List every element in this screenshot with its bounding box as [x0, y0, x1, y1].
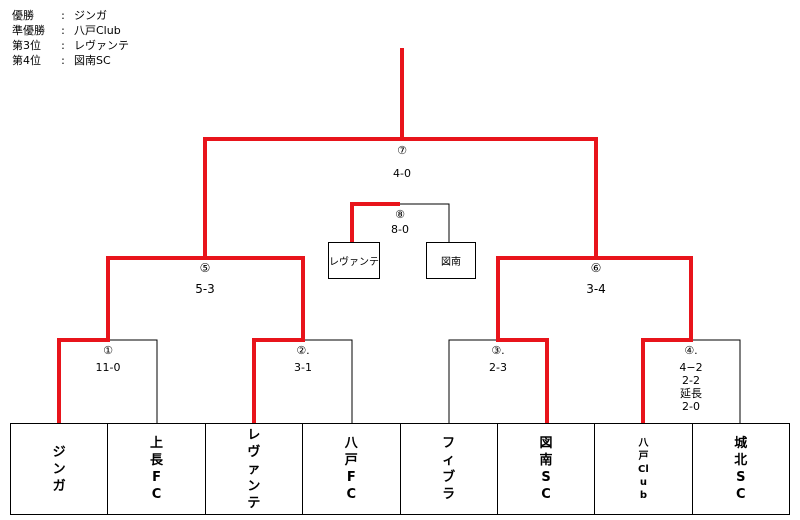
- winner-line: [205, 256, 305, 423]
- team-cell: ジンガ: [11, 424, 109, 514]
- match-number: ③.: [491, 344, 505, 357]
- team-name: 八戸Club: [638, 437, 649, 501]
- team-name: ジンガ: [52, 444, 66, 494]
- match-score: 2-3: [489, 361, 507, 374]
- team-cell: 城北SC: [693, 424, 789, 514]
- team-row: ジンガ 上長FC レヴァンテ 八戸FC フィブラ 図南SC 八戸Club 城北S…: [10, 423, 790, 515]
- bracket-lines-winner: [57, 48, 693, 423]
- team-cell: 上長FC: [108, 424, 206, 514]
- result-row-fourth: 第4位:図南SC: [12, 54, 111, 67]
- match-7-label: ⑦ 4-0: [372, 144, 432, 180]
- team-cell: 八戸Club: [595, 424, 693, 514]
- bracket-line: [448, 339, 498, 423]
- match-score-line: 延長: [680, 387, 702, 400]
- winner-line: [350, 202, 400, 242]
- result-row-winner: 優勝:ジンガ: [12, 9, 107, 22]
- winner-line: [402, 137, 598, 423]
- match-number: ①: [103, 344, 113, 357]
- result-value: 図南SC: [74, 54, 111, 67]
- match-score-line: 2-0: [682, 400, 700, 413]
- winner-line: [596, 256, 693, 423]
- bracket-line: [691, 339, 741, 423]
- third-place-team-left: レヴァンテ: [328, 242, 380, 279]
- match-8-label: ⑧ 8-0: [370, 208, 430, 236]
- match-3-label: ③. 2-3: [468, 344, 528, 374]
- match-4-label: ④. 4−2 2-2 延長 2-0: [661, 344, 721, 413]
- match-score: 8-0: [391, 223, 409, 236]
- match-number: ②.: [296, 344, 310, 357]
- match-number: ⑧: [395, 208, 405, 221]
- team-name: 上長FC: [150, 436, 164, 502]
- third-place-team-right: 図南: [426, 242, 476, 279]
- match-score: 3-4: [586, 282, 606, 296]
- match-number: ⑤: [199, 261, 211, 275]
- match-1-label: ① 11-0: [78, 344, 138, 374]
- match-5-label: ⑤ 5-3: [175, 262, 235, 296]
- team-cell: 図南SC: [498, 424, 596, 514]
- team-cell: フィブラ: [401, 424, 498, 514]
- match-score: 4-0: [393, 167, 411, 180]
- match-score: 11-0: [95, 361, 121, 374]
- result-row-runner-up: 準優勝:八戸Club: [12, 24, 121, 37]
- bracket-line: [303, 339, 353, 423]
- result-label: 優勝: [12, 9, 34, 22]
- result-label: 第3位: [12, 39, 41, 52]
- match-score: 5-3: [195, 282, 215, 296]
- team-name: 八戸FC: [344, 436, 358, 502]
- team-name: 城北SC: [734, 436, 748, 502]
- match-score-line: 2-2: [682, 374, 700, 387]
- team-name: フィブラ: [442, 436, 456, 502]
- team-name: レヴァンテ: [247, 427, 261, 511]
- match-6-label: ⑥ 3-4: [566, 262, 626, 296]
- result-label: 第4位: [12, 54, 41, 67]
- match-2-label: ②. 3-1: [273, 344, 333, 374]
- match-number: ⑦: [397, 144, 407, 157]
- result-row-third: 第3位:レヴァンテ: [12, 39, 129, 52]
- result-value: レヴァンテ: [74, 39, 129, 52]
- results-list: 優勝:ジンガ 準優勝:八戸Club 第3位:レヴァンテ 第4位:図南SC: [12, 8, 129, 68]
- result-value: 八戸Club: [74, 24, 121, 37]
- match-number: ④.: [684, 344, 698, 357]
- team-name: 図南SC: [539, 436, 553, 502]
- team-name: 図南: [441, 257, 461, 268]
- team-cell: レヴァンテ: [206, 424, 304, 514]
- match-number: ⑥: [590, 261, 602, 275]
- result-label: 準優勝: [12, 24, 45, 37]
- match-score-line: 4−2: [679, 361, 703, 374]
- bracket-line: [108, 339, 158, 423]
- team-cell: 八戸FC: [303, 424, 401, 514]
- team-name: レヴァンテ: [329, 257, 379, 268]
- winner-line: [57, 48, 404, 423]
- match-score: 3-1: [294, 361, 312, 374]
- result-value: ジンガ: [74, 9, 107, 22]
- bracket-line: [400, 203, 450, 242]
